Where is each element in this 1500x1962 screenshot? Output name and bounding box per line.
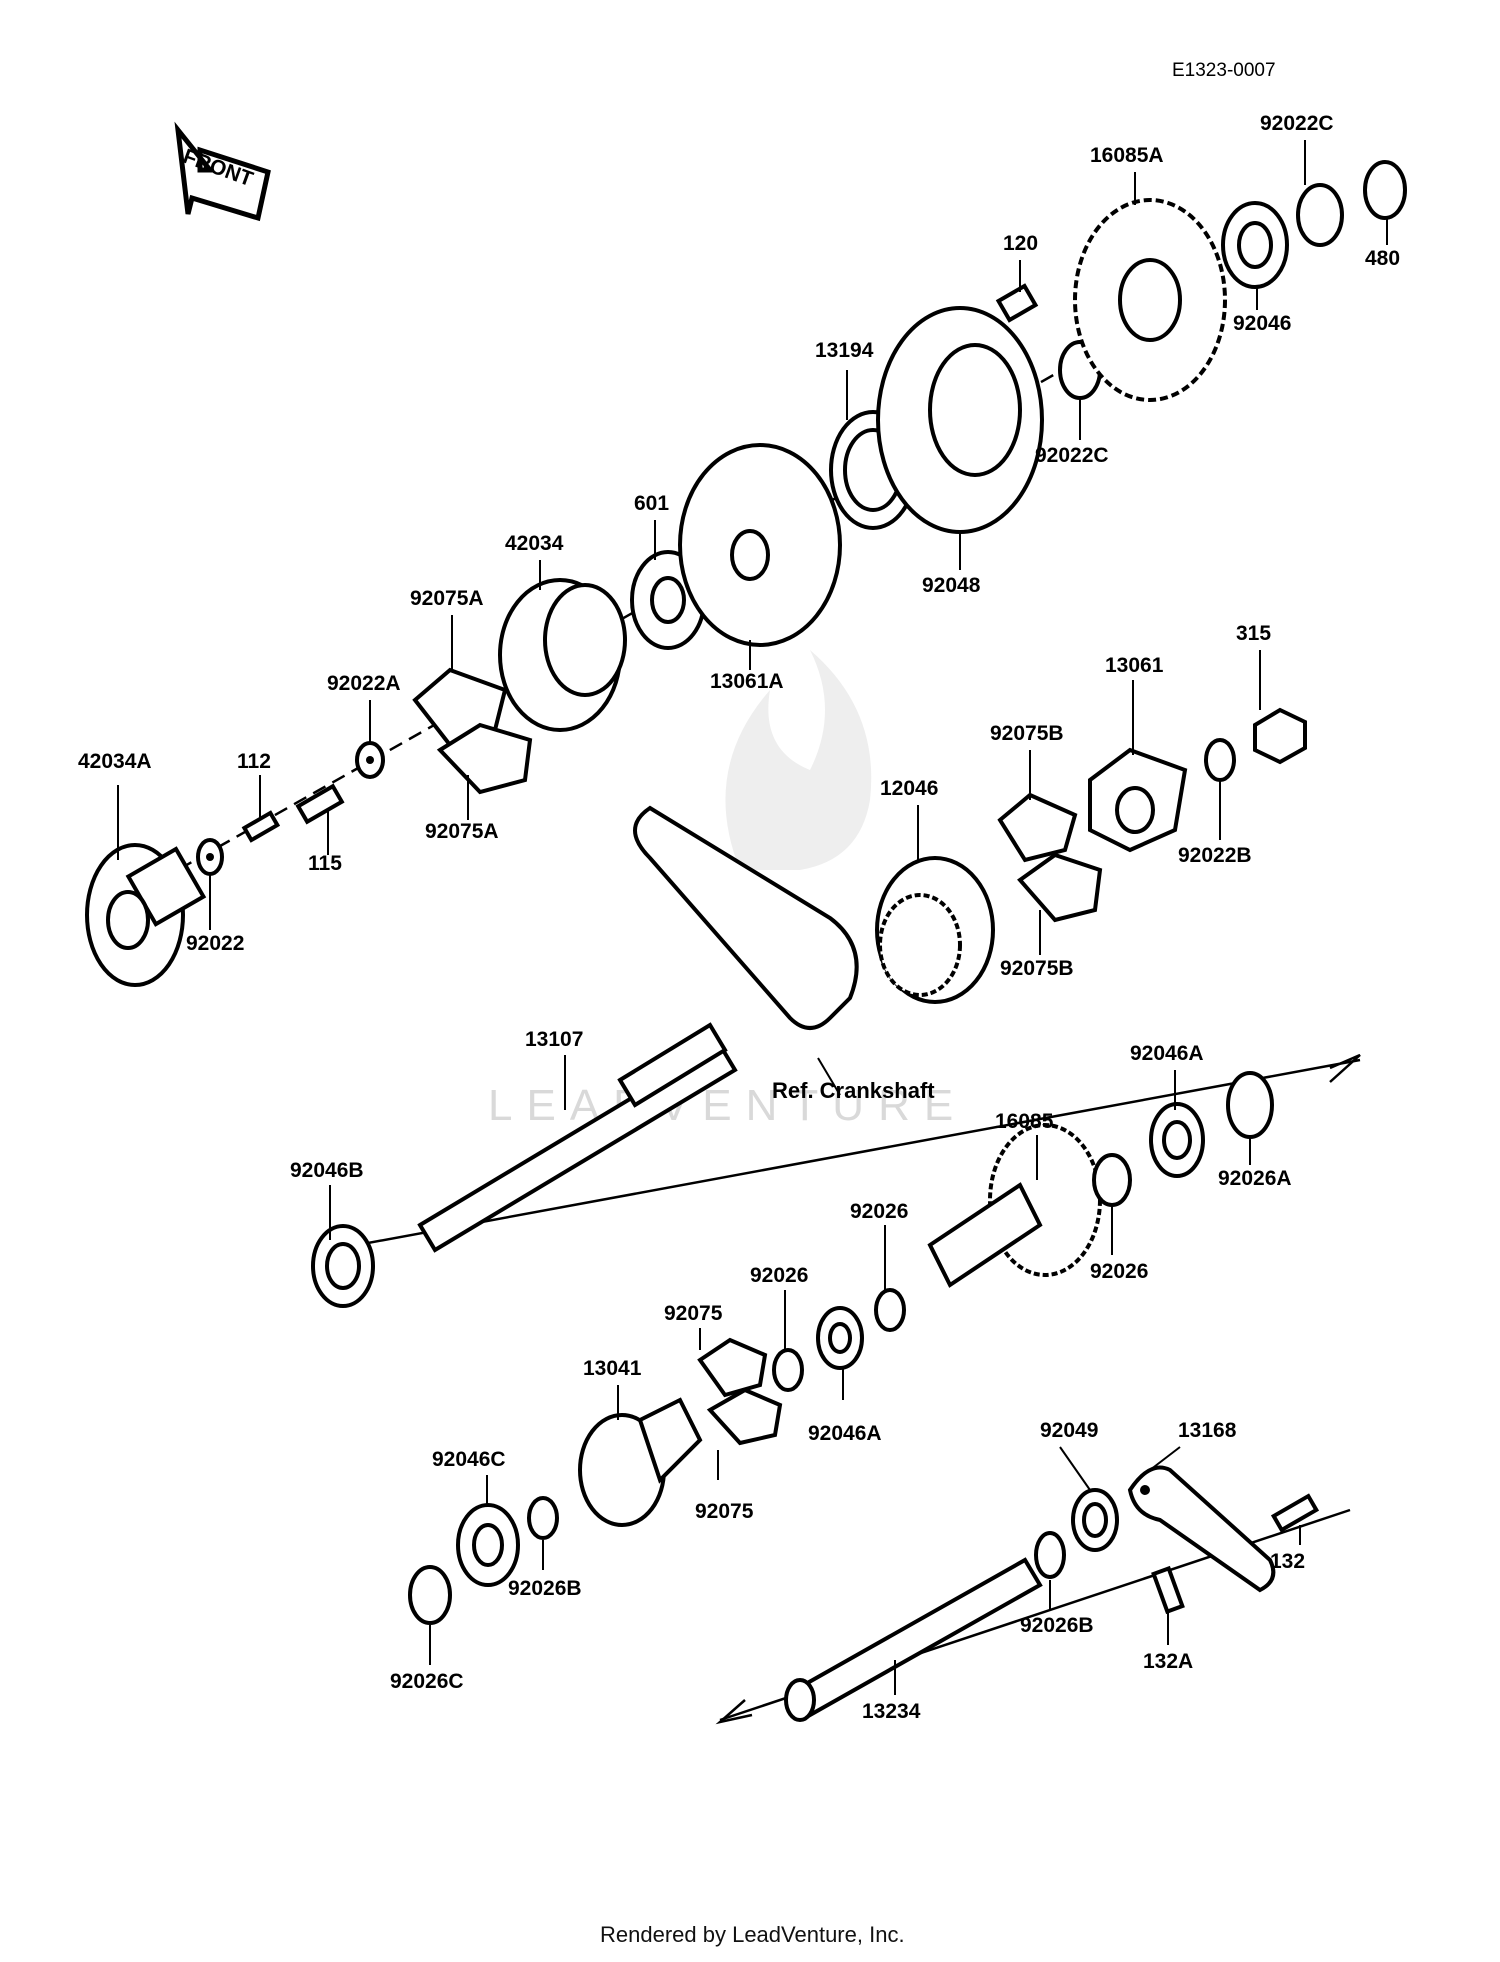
label-92026A: 92026A — [1218, 1167, 1292, 1190]
label-ref-crankshaft: Ref. Crankshaft — [772, 1078, 935, 1103]
label-601: 601 — [634, 492, 669, 515]
part-92026B-right[interactable] — [1034, 1531, 1066, 1579]
label-92075A-upper: 92075A — [410, 587, 484, 610]
label-92075B-lower: 92075B — [1000, 957, 1074, 980]
part-13061A[interactable] — [678, 443, 842, 647]
front-arrow-icon: FRONT — [174, 121, 271, 222]
chain — [633, 805, 859, 1030]
label-92075-lower: 92075 — [695, 1500, 754, 1523]
label-13194: 13194 — [815, 339, 874, 362]
axis-line-middle — [329, 1058, 1361, 1252]
label-480: 480 — [1365, 247, 1400, 270]
label-13061: 13061 — [1105, 654, 1164, 677]
part-92049[interactable] — [1071, 1488, 1119, 1552]
part-13061[interactable] — [1088, 747, 1188, 853]
label-92075B-upper: 92075B — [990, 722, 1064, 745]
label-92075-upper: 92075 — [664, 1302, 723, 1325]
label-92046: 92046 — [1233, 312, 1291, 335]
label-92046A-middle: 92046A — [808, 1422, 882, 1445]
label-13061A: 13061A — [710, 670, 784, 693]
part-92046B[interactable] — [311, 1224, 375, 1308]
label-92026B-left: 92026B — [508, 1577, 582, 1600]
label-92022: 92022 — [186, 932, 244, 955]
part-92026-upper[interactable] — [874, 1288, 906, 1332]
label-115: 115 — [308, 852, 342, 875]
label-12046: 12046 — [880, 777, 938, 800]
label-13041: 13041 — [583, 1357, 642, 1380]
part-132[interactable] — [1270, 1493, 1320, 1533]
part-92022A[interactable] — [355, 741, 385, 779]
label-92026B-right: 92026B — [1020, 1614, 1094, 1637]
part-92026-right[interactable] — [1092, 1153, 1132, 1207]
label-16085: 16085 — [995, 1110, 1054, 1133]
part-92046[interactable] — [1221, 201, 1289, 289]
label-132: 132 — [1270, 1550, 1305, 1573]
part-42034A[interactable] — [85, 843, 207, 987]
part-112[interactable] — [241, 810, 281, 843]
label-315: 315 — [1236, 622, 1271, 645]
part-480[interactable] — [1363, 160, 1407, 220]
label-92022B: 92022B — [1178, 844, 1252, 867]
label-42034A: 42034A — [78, 750, 152, 773]
part-92026-lower[interactable] — [772, 1348, 804, 1392]
part-132A[interactable] — [1151, 1565, 1185, 1615]
label-92046A-right: 92046A — [1130, 1042, 1204, 1065]
label-112: 112 — [237, 750, 271, 773]
label-92026-lower: 92026 — [750, 1264, 808, 1287]
label-92049: 92049 — [1040, 1419, 1098, 1442]
label-92022C-top: 92022C — [1260, 112, 1334, 135]
part-92026A[interactable] — [1226, 1071, 1274, 1139]
part-92026B-left[interactable] — [527, 1496, 559, 1540]
part-42034[interactable] — [498, 578, 627, 732]
watermark: LEADVENTURE — [488, 650, 953, 1130]
part-16085[interactable] — [927, 1123, 1102, 1288]
part-labels: 42034A 92022 112 115 92022A 92075A 92075… — [78, 112, 1400, 1723]
label-92026-right: 92026 — [1090, 1260, 1148, 1283]
label-92026C: 92026C — [390, 1670, 464, 1693]
part-315[interactable] — [1253, 707, 1307, 765]
part-92075A-lower[interactable] — [436, 722, 533, 795]
label-13168: 13168 — [1178, 1419, 1237, 1442]
axis-arrow-lower-icon — [715, 1699, 753, 1725]
part-92048[interactable] — [876, 306, 1044, 534]
part-120[interactable] — [995, 283, 1039, 323]
label-92048: 92048 — [922, 574, 981, 597]
part-92022[interactable] — [196, 838, 224, 876]
axis-arrow-icon — [1329, 1053, 1361, 1083]
part-92022C-top[interactable] — [1296, 183, 1344, 247]
part-16085A[interactable] — [1073, 198, 1227, 402]
part-12046[interactable] — [875, 856, 995, 1004]
part-92075B-upper[interactable] — [997, 792, 1078, 863]
label-42034: 42034 — [505, 532, 564, 555]
part-13234[interactable] — [784, 1557, 1043, 1722]
part-92075-lower[interactable] — [706, 1387, 783, 1446]
part-92022B[interactable] — [1204, 738, 1236, 782]
footer-credit: Rendered by LeadVenture, Inc. — [600, 1922, 905, 1947]
label-92022A: 92022A — [327, 672, 401, 695]
label-92022C-middle: 92022C — [1035, 444, 1109, 467]
label-13107: 13107 — [525, 1028, 583, 1051]
part-13107[interactable] — [417, 1022, 738, 1253]
label-120: 120 — [1003, 232, 1038, 255]
part-92046A-middle[interactable] — [816, 1306, 864, 1370]
part-115[interactable] — [295, 783, 345, 825]
label-92026-upper: 92026 — [850, 1200, 908, 1223]
label-13234: 13234 — [862, 1700, 921, 1723]
part-92075B-lower[interactable] — [1017, 852, 1103, 923]
label-132A: 132A — [1143, 1650, 1193, 1673]
label-16085A: 16085A — [1090, 144, 1164, 167]
part-92046C[interactable] — [456, 1503, 520, 1587]
part-13168[interactable] — [1127, 1465, 1276, 1593]
leader-lines — [117, 140, 1388, 1695]
diagram-code: E1323-0007 — [1172, 60, 1276, 81]
part-92026C[interactable] — [408, 1565, 452, 1625]
part-92075-upper[interactable] — [697, 1337, 768, 1398]
label-92075A-lower: 92075A — [425, 820, 499, 843]
label-92046C: 92046C — [432, 1448, 506, 1471]
part-92046A-right[interactable] — [1149, 1102, 1205, 1178]
label-92046B: 92046B — [290, 1159, 364, 1182]
part-13041[interactable] — [578, 1397, 703, 1527]
